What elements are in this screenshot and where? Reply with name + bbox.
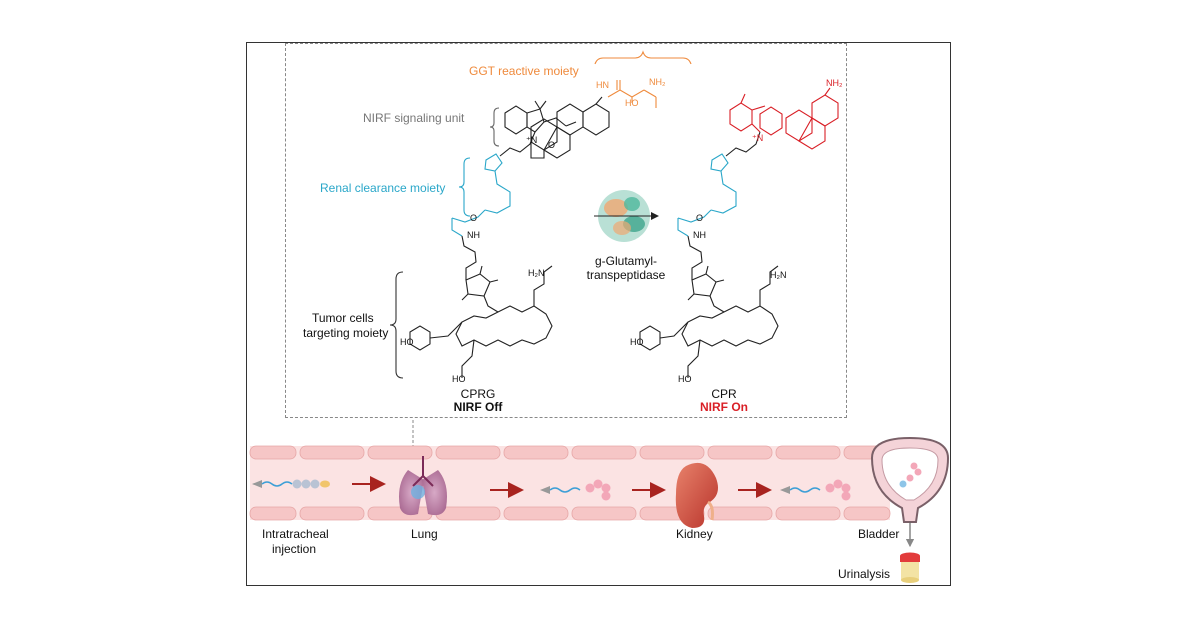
atom-nh-linker-left: NH	[467, 230, 480, 240]
atom-h2n-left: H₂N	[528, 268, 545, 278]
molecule-panel	[285, 43, 847, 418]
atom-n-plus-right: ⁺N	[752, 133, 764, 143]
atom-o-peg-left: O	[470, 213, 478, 223]
bladder-icon	[870, 436, 950, 548]
label-tumor-line1: Tumor cells	[312, 311, 374, 325]
label-tumor-line2: targeting moiety	[303, 326, 389, 340]
label-cpr: CPR	[711, 387, 737, 401]
probe-activated-2	[780, 479, 851, 501]
atom-nh-linker-right: NH	[693, 230, 706, 240]
label-enzyme-line2: transpeptidase	[586, 268, 666, 282]
indolium-ring	[504, 100, 577, 135]
label-nirf-on: NIRF On	[700, 400, 748, 414]
triazole	[451, 153, 511, 237]
label-lung: Lung	[411, 527, 438, 541]
atom-o-xanthene: O	[548, 140, 556, 150]
label-enzyme-line1: g-Glutamyl-	[594, 254, 657, 268]
red-fluorophore	[729, 87, 839, 150]
atom-ho-tyr-right: HO	[630, 337, 644, 347]
label-nirf-unit: NIRF signaling unit	[363, 111, 465, 125]
atom-ho-tyr-left: HO	[400, 337, 414, 347]
label-nirf-off: NIRF Off	[453, 400, 503, 414]
xanthene-rings	[530, 96, 610, 159]
kidney-icon	[675, 462, 718, 528]
label-urinalysis: Urinalysis	[838, 567, 891, 581]
label-intratracheal-line2: injection	[272, 542, 317, 556]
atom-o-peg-right: O	[696, 213, 704, 223]
probe-intact	[252, 479, 330, 489]
lung-icon	[399, 456, 447, 516]
atom-n-plus-left: ⁺N	[526, 135, 538, 145]
ggt-chain	[607, 80, 657, 108]
cprg-molecule	[409, 50, 692, 378]
label-cprg: CPRG	[460, 387, 496, 401]
atom-ho-asp-right: HO	[678, 374, 692, 384]
label-kidney: Kidney	[676, 527, 713, 541]
label-ggt-moiety: GGT reactive moiety	[469, 64, 579, 78]
probe-activated-1	[540, 479, 611, 501]
atom-nh2-ggt: NH₂	[649, 77, 666, 87]
urine-vial-icon	[900, 552, 920, 583]
atom-h2n-right: H₂N	[770, 270, 787, 280]
label-bladder: Bladder	[858, 527, 900, 541]
atom-hn: HN	[596, 80, 609, 90]
atom-ho-asp-left: HO	[452, 374, 466, 384]
atom-nh2-cpr: NH₂	[826, 78, 843, 88]
enzyme-graphic	[594, 190, 659, 242]
label-renal-moiety: Renal clearance moiety	[320, 181, 446, 195]
blood-vessel	[249, 445, 891, 521]
label-intratracheal-line1: Intratracheal	[262, 527, 329, 541]
atom-ho-ggt: HO	[625, 98, 639, 108]
left-braces	[389, 107, 500, 379]
cpr-molecule	[639, 87, 839, 378]
